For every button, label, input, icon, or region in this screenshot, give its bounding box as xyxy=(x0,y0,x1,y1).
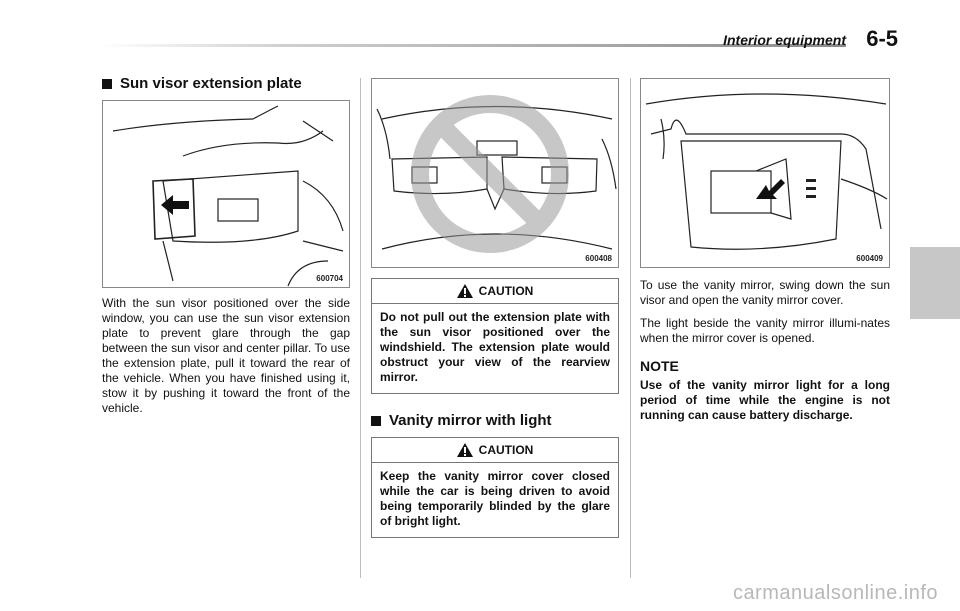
section-title-extension-plate: Sun visor extension plate xyxy=(102,75,350,92)
column-1: Sun visor extension plate 600704 With th… xyxy=(102,75,350,416)
warning-triangle-icon xyxy=(456,284,473,298)
caution-text: Do not pull out the extension plate with… xyxy=(380,310,610,384)
figure-code: 600704 xyxy=(316,274,343,283)
column-3: 600409 To use the vanity mirror, swing d… xyxy=(640,75,890,423)
prohibited-icon xyxy=(411,95,569,253)
column-2: 600408 CAUTION Do not pull out the exten… xyxy=(371,75,619,538)
header-section-label: Interior equipment xyxy=(723,32,846,48)
body-text: The light beside the vanity mirror illum… xyxy=(640,316,890,345)
figure-vanity-mirror: 600409 xyxy=(640,78,890,268)
figure-code: 600408 xyxy=(585,254,612,263)
caution-label: CAUTION xyxy=(478,284,534,298)
note-text: Use of the vanity mirror light for a lon… xyxy=(640,378,890,422)
caution-label: CAUTION xyxy=(478,443,534,457)
warning-triangle-icon xyxy=(456,443,473,457)
column-divider xyxy=(360,78,361,578)
header-rule xyxy=(100,44,846,47)
section-title-vanity-mirror: Vanity mirror with light xyxy=(371,412,619,429)
caution-box-vanity: CAUTION Keep the vanity mirror cover clo… xyxy=(371,437,619,538)
figure-code: 600409 xyxy=(856,254,883,263)
body-text: With the sun visor positioned over the s… xyxy=(102,296,350,415)
arrow-up-right-icon xyxy=(756,179,785,199)
page-number: 6-5 xyxy=(866,26,898,51)
vanity-mirror-illustration xyxy=(645,93,888,250)
figure-extension-plate: 600704 xyxy=(102,100,350,288)
square-bullet-icon xyxy=(371,415,381,426)
caution-text: Keep the vanity mirror cover closed whil… xyxy=(380,469,610,528)
column-divider xyxy=(630,78,631,578)
windshield-visor-illustration xyxy=(376,95,617,253)
arrow-left-icon xyxy=(161,195,189,215)
note-label: NOTE xyxy=(640,358,679,374)
square-bullet-icon xyxy=(102,78,112,89)
body-text: To use the vanity mirror, swing down the… xyxy=(640,278,890,307)
chapter-tab xyxy=(910,247,960,319)
caution-box-extension: CAUTION Do not pull out the extension pl… xyxy=(371,278,619,394)
watermark: carmanualsonline.info xyxy=(732,582,938,604)
figure-windshield-visors: 600408 xyxy=(371,78,619,268)
sun-visor-illustration xyxy=(112,105,344,287)
